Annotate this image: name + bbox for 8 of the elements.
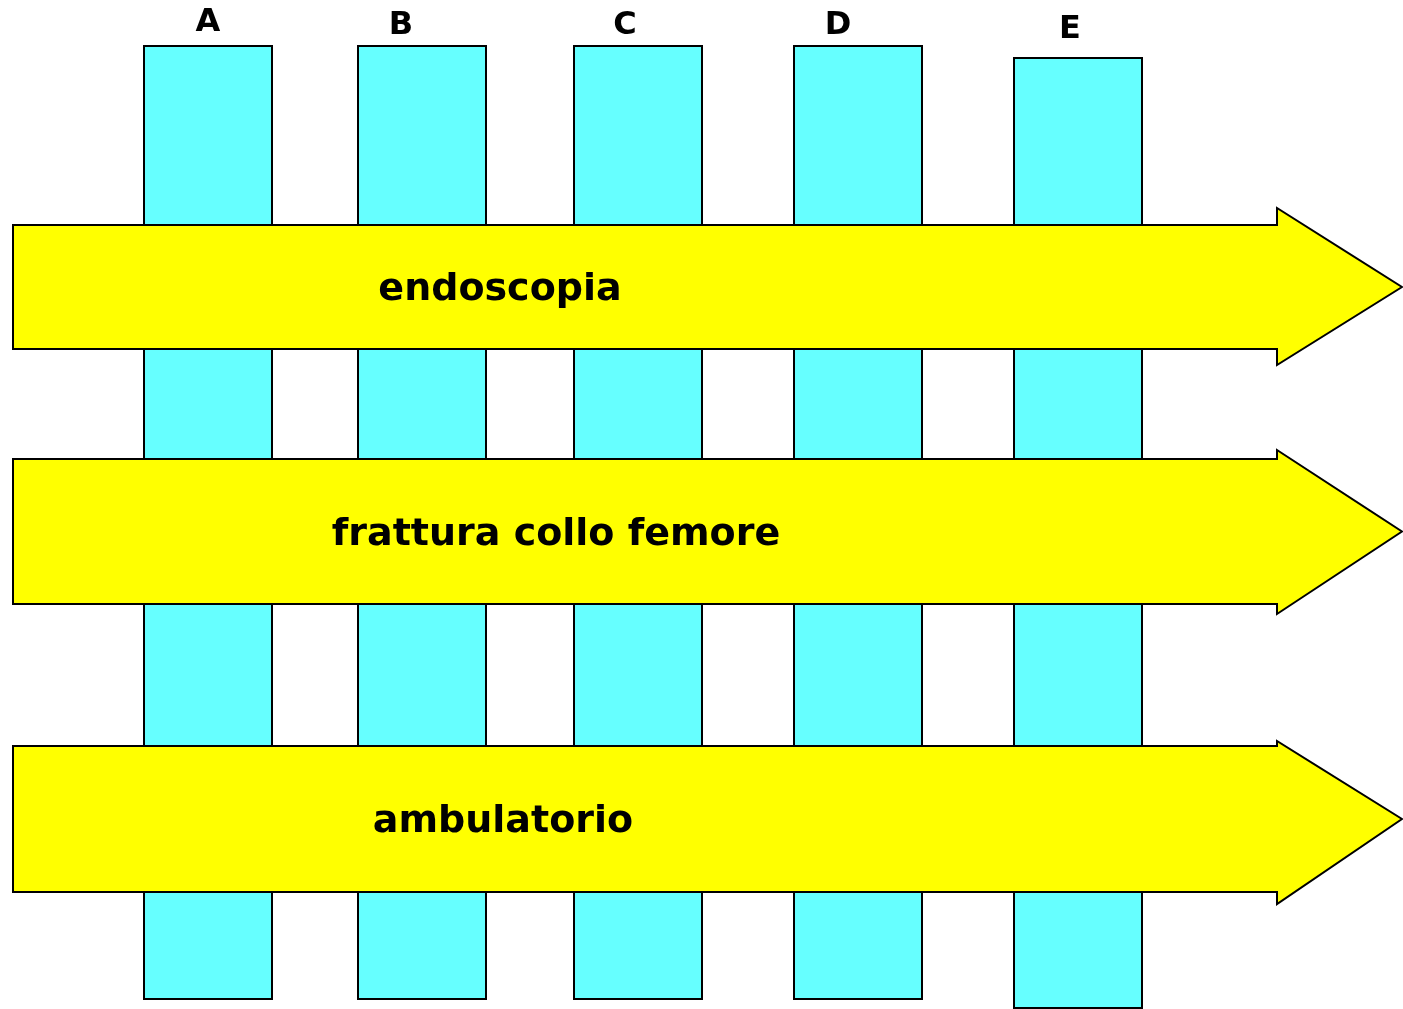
column-heading: C — [613, 5, 637, 41]
column-heading: A — [195, 2, 221, 38]
arrow-label: ambulatorio — [372, 797, 634, 841]
column-heading: B — [388, 5, 414, 41]
arrow-label: frattura collo femore — [331, 509, 781, 554]
column-heading: E — [1059, 9, 1081, 45]
column-heading: D — [824, 5, 852, 41]
arrow-label: endoscopia — [378, 265, 622, 309]
